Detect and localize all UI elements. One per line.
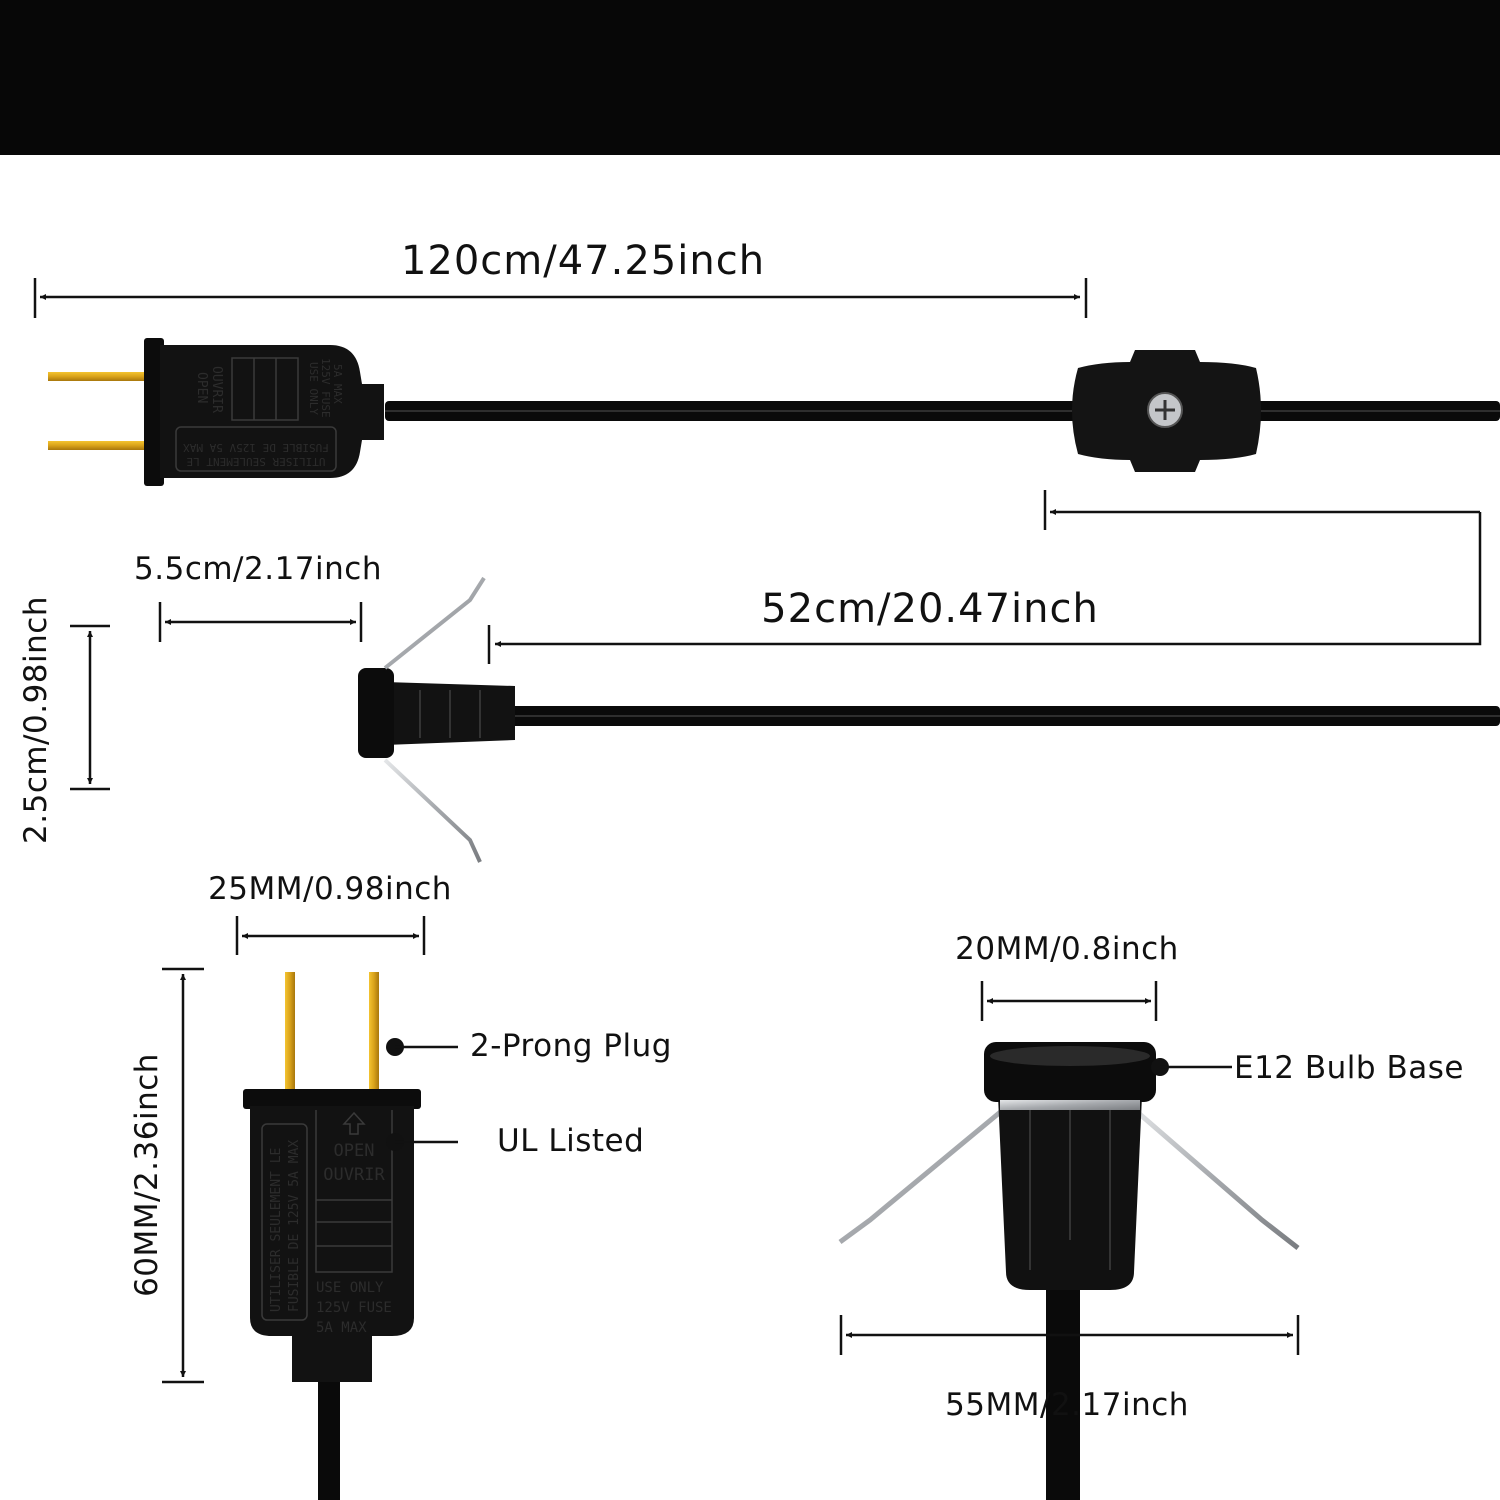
dimension-socket-height: 2.5cm/0.98inch: [18, 596, 110, 844]
dimension-switch-to-socket: 52cm/20.47inch: [487, 490, 1482, 664]
plug-use-only-text: USE ONLY: [316, 1280, 384, 1296]
plug-max-text: 5A MAX: [316, 1320, 367, 1336]
top-plug: UTILISER SEULEMENT LE FUSIBLE DE 125V 5A…: [48, 338, 1500, 486]
prong: [369, 972, 379, 1090]
plug-open-text: OPEN: [334, 1141, 375, 1161]
plug-max-text: 5A MAX: [331, 364, 344, 404]
plug-fr-text: UTILISER SEULEMENT LE: [269, 1148, 284, 1312]
plug-fuse-text: 125V FUSE: [316, 1300, 392, 1316]
shade-clip: [383, 758, 482, 863]
plug-width-label: 25MM/0.98inch: [208, 871, 452, 907]
prong: [285, 972, 295, 1090]
plug-open-text: OPEN: [194, 372, 209, 403]
side-socket: [358, 576, 1500, 863]
dimension-plug-height: 60MM/2.36inch: [129, 967, 204, 1384]
plug-fuse-text: 125V FUSE: [319, 358, 332, 418]
plug-ouvrir-text: OUVRIR: [209, 366, 224, 413]
plug-fr-text: FUSIBLE DE 125V 5A MAX: [287, 1140, 302, 1312]
header-band: [0, 0, 1500, 155]
dimension-plug-width: 25MM/0.98inch: [208, 871, 452, 955]
dimension-cord-length: 120cm/47.25inch: [33, 238, 1088, 318]
base-top-width-label: 20MM/0.8inch: [955, 931, 1179, 967]
plug-fr-text: FUSIBLE DE 125V 5A MAX: [183, 441, 329, 454]
clip-span-label: 55MM/2.17inch: [945, 1387, 1189, 1423]
dimension-clip-span: 55MM/2.17inch: [839, 1315, 1300, 1423]
plug-ouvrir-text: OUVRIR: [323, 1165, 385, 1185]
switch-to-socket-label: 52cm/20.47inch: [761, 586, 1099, 632]
shade-clip: [838, 1102, 1012, 1245]
callout-prong-label: 2-Prong Plug: [470, 1028, 672, 1064]
front-plug: UTILISER SEULEMENT LE FUSIBLE DE 125V 5A…: [243, 972, 421, 1500]
callout-ul-label: UL Listed: [497, 1123, 644, 1159]
dimension-socket-length: 5.5cm/2.17inch: [134, 551, 382, 642]
inline-switch: [1072, 350, 1261, 472]
plug-use-only-text: USE ONLY: [307, 362, 320, 415]
callout-bulb-base: E12 Bulb Base: [1151, 1050, 1464, 1086]
socket-length-label: 5.5cm/2.17inch: [134, 551, 382, 587]
shade-clip: [1126, 1102, 1300, 1250]
plug-cord: [318, 1375, 340, 1500]
plug-height-label: 60MM/2.36inch: [129, 1053, 165, 1297]
callout-prong: 2-Prong Plug: [386, 1028, 672, 1064]
plug-body: [250, 1106, 414, 1382]
callout-bulb-base-label: E12 Bulb Base: [1234, 1050, 1464, 1086]
socket-height-label: 2.5cm/0.98inch: [18, 596, 54, 844]
plug-fr-text: UTILISER SEULEMENT LE: [186, 455, 325, 468]
dimension-base-top-width: 20MM/0.8inch: [955, 931, 1179, 1021]
prong: [48, 441, 148, 450]
e12-socket: [838, 1042, 1300, 1500]
callout-ul: UL Listed: [386, 1123, 644, 1159]
arrow-up-icon: [342, 1111, 366, 1135]
cord-length-label: 120cm/47.25inch: [401, 238, 765, 284]
shade-clip: [383, 576, 486, 670]
plug-body: [160, 345, 384, 478]
prong: [48, 372, 148, 381]
